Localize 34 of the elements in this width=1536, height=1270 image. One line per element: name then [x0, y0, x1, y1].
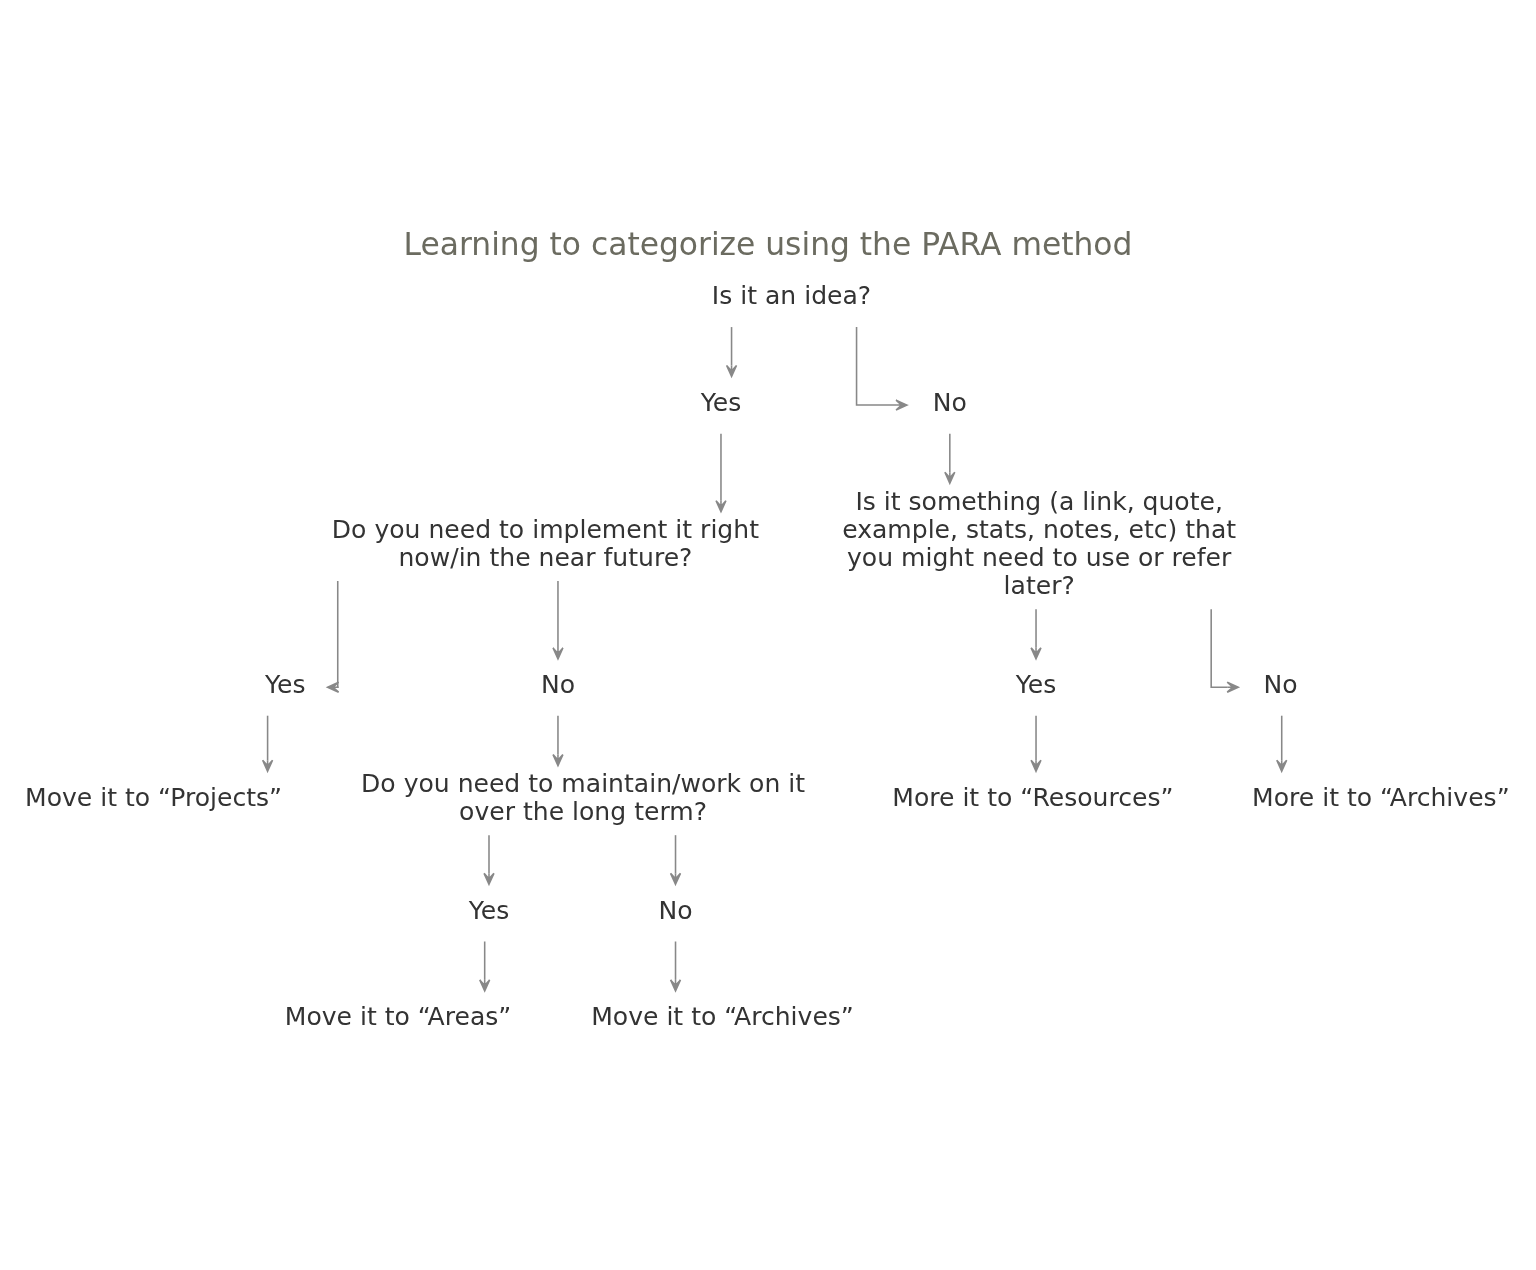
node-text: Is it something (a link, quote, example, stats, notes, etc) that you might need to use or refer later?: [842, 486, 1237, 600]
node-text: More it to “Archives”: [1252, 782, 1510, 812]
node-text: No: [658, 895, 693, 925]
node-text: Yes: [700, 387, 742, 417]
node-text: Move it to “Areas”: [284, 1001, 512, 1031]
node-text: Move it to “Projects”: [25, 782, 283, 812]
arrow: [669, 940, 682, 992]
arrow: [715, 432, 727, 512]
arrow: [1210, 607, 1239, 693]
arrow: [483, 833, 495, 885]
node-text: Move it to “Archives”: [591, 1001, 854, 1031]
node-text: No: [540, 669, 576, 699]
node-text: Is it an idea?: [711, 280, 872, 310]
arrow: [552, 714, 564, 766]
node-text: Yes: [1015, 669, 1057, 699]
node-text: Yes: [265, 669, 306, 699]
arrow: [855, 325, 908, 411]
arrow: [326, 579, 340, 693]
arrow: [725, 325, 738, 377]
arrow: [1030, 714, 1042, 772]
node-text: More it to “Resources”: [892, 782, 1174, 812]
arrow: [478, 940, 491, 992]
node-text: Yes: [468, 895, 510, 925]
diagram-title: Learning to categorize using the PARA method: [403, 225, 1133, 262]
arrow: [1030, 607, 1042, 660]
arrow: [552, 579, 564, 660]
arrow: [1276, 714, 1288, 772]
arrow: [944, 432, 956, 484]
node-text: No: [1263, 669, 1298, 699]
arrow: [261, 714, 274, 772]
node-text: Do you need to maintain/work on it over the long term?: [361, 768, 806, 826]
node-text: No: [932, 387, 967, 417]
arrow: [669, 833, 682, 885]
node-text: Do you need to implement it right now/in the near future?: [331, 514, 760, 572]
